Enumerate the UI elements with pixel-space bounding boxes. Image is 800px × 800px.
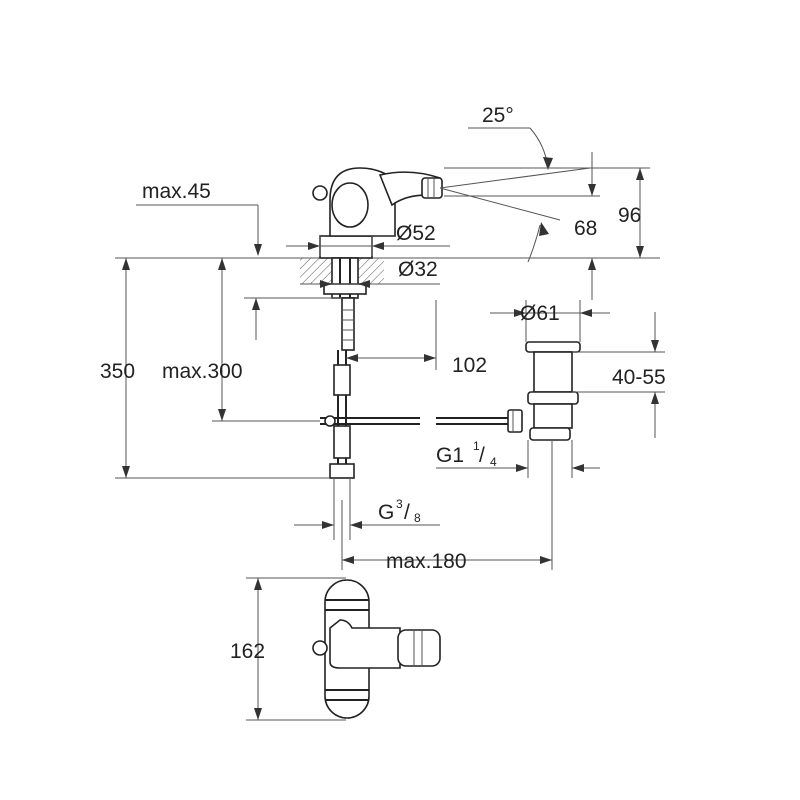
svg-text:3: 3: [396, 497, 403, 511]
label-max180: max.180: [386, 550, 467, 573]
waste-fitting: [507, 341, 581, 441]
label-max300: max.300: [162, 360, 243, 383]
shank: [323, 257, 367, 479]
label-d32: Ø32: [398, 258, 438, 281]
svg-text:G1: G1: [436, 444, 464, 467]
label-r4055: 40-55: [612, 366, 666, 389]
label-h68: 68: [574, 217, 597, 240]
label-h350: 350: [100, 360, 135, 383]
dimension-labels: 25° max.45 Ø52 Ø32 68 96 Ø61 350 max.300…: [100, 104, 666, 663]
svg-text:/: /: [404, 501, 410, 524]
mounting-surface: [115, 257, 660, 284]
dimension-lines: [115, 127, 665, 721]
svg-text:1: 1: [473, 439, 480, 453]
svg-text:G: G: [378, 501, 394, 524]
label-d52: Ø52: [396, 222, 436, 245]
label-max45: max.45: [142, 180, 211, 203]
svg-text:/: /: [479, 444, 485, 467]
plan-view-faucet: [312, 579, 441, 719]
label-w102: 102: [452, 354, 487, 377]
label-angle: 25°: [482, 104, 514, 127]
label-h96: 96: [618, 204, 641, 227]
pop-up-rod: [320, 415, 508, 427]
label-g114: G1 1 / 4: [436, 439, 497, 469]
svg-text:8: 8: [414, 511, 421, 525]
svg-text:4: 4: [490, 455, 497, 469]
label-h162: 162: [230, 640, 265, 663]
label-g38: G 3 / 8: [378, 497, 421, 525]
label-d61: Ø61: [520, 302, 560, 325]
faucet-body: [312, 167, 443, 259]
